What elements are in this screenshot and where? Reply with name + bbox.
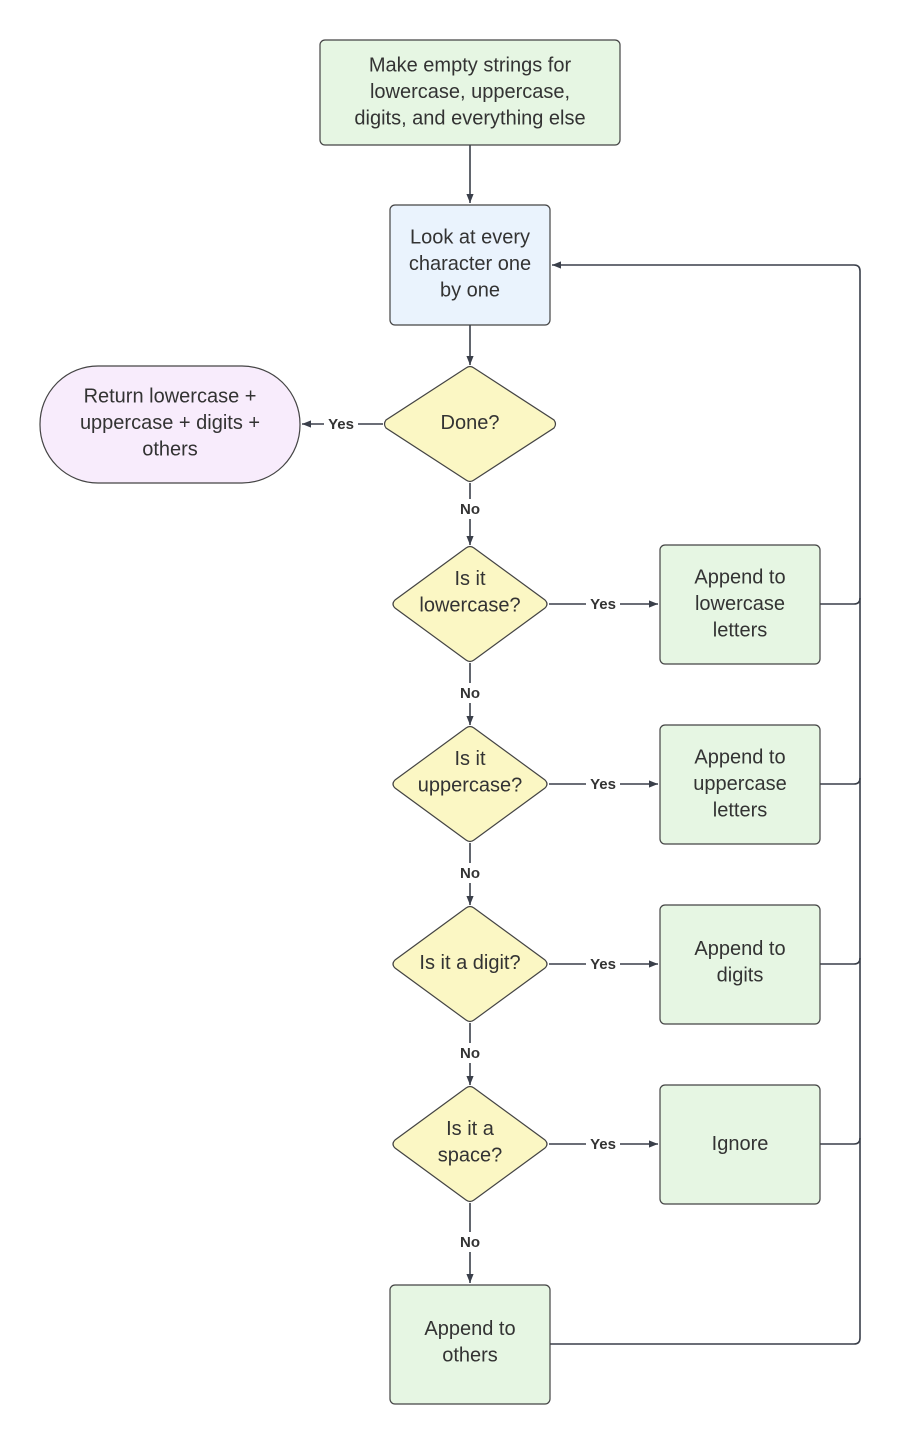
append-upper-text-line: letters: [713, 800, 767, 822]
node-ignore-shape: [659, 1084, 821, 1205]
loop-text-line: Look at every: [410, 227, 530, 249]
edge-append-lower-back: [820, 597, 861, 605]
node-is-lower-shape: [392, 545, 548, 663]
node-loop: Look at every character one by one: [389, 204, 551, 326]
edge-labels: Yes No Yes No Yes No Yes No Yes No: [324, 414, 620, 1252]
label-digit-no: No: [460, 1045, 480, 1062]
node-append-others-shape: [389, 1284, 551, 1405]
edge-append-others-back: [550, 261, 861, 1345]
node-is-upper-shape: [392, 725, 548, 843]
node-return-shape: [39, 365, 301, 484]
done-text-line: Done?: [441, 412, 500, 434]
edge-append-upper-back: [820, 777, 861, 785]
node-append-others: Append to others: [389, 1284, 551, 1405]
node-append-digits-text: Append to digits: [694, 938, 785, 987]
node-loop-shape: [389, 204, 551, 326]
append-others-text-line: Append to: [424, 1318, 515, 1340]
node-return: Return lowercase + uppercase + digits + ot…: [39, 365, 301, 484]
append-upper-text-line: uppercase: [693, 773, 786, 795]
append-digits-text-line: Append to: [694, 938, 785, 960]
edges: [302, 145, 861, 1345]
node-ignore-text: Ignore: [712, 1133, 769, 1155]
append-digits-text-line: digits: [717, 964, 764, 986]
node-done-shape: [383, 365, 557, 483]
append-upper-text-line: Append to: [694, 747, 785, 769]
label-digit-yes: Yes: [590, 956, 616, 973]
node-append-lower-text: Append to lowercase letters: [694, 567, 785, 642]
label-space-no: No: [460, 1234, 480, 1251]
node-append-lower-shape: [659, 544, 821, 665]
label-lower-yes: Yes: [590, 596, 616, 613]
node-init-text: Make empty strings for lowercase, upperca…: [354, 55, 585, 130]
return-text-line: uppercase + digits +: [80, 412, 260, 434]
node-is-lower-text: Is it lowercase?: [419, 568, 520, 617]
node-append-lower: Append to lowercase letters: [659, 544, 821, 665]
label-lower-no: No: [460, 685, 480, 702]
node-append-upper-shape: [659, 724, 821, 845]
append-lower-text-line: Append to: [694, 567, 785, 589]
node-append-others-text: Append to others: [424, 1318, 515, 1367]
node-return-text: Return lowercase + uppercase + digits + ot…: [80, 386, 260, 461]
node-is-digit-text: Is it a digit?: [419, 952, 520, 974]
init-text-line: digits, and everything else: [354, 108, 585, 130]
node-is-lower: Is it lowercase?: [392, 545, 548, 663]
is-upper-text-line: Is it: [454, 748, 486, 770]
label-upper-yes: Yes: [590, 776, 616, 793]
append-lower-text-line: letters: [713, 620, 767, 642]
node-append-digits: Append to digits: [659, 904, 821, 1025]
node-is-digit-shape: [392, 905, 548, 1023]
init-text-line: Make empty strings for: [369, 55, 572, 77]
append-others-text-line: others: [442, 1344, 498, 1366]
label-space-yes: Yes: [590, 1136, 616, 1153]
loop-text-line: character one: [409, 253, 531, 275]
node-append-upper-text: Append to uppercase letters: [693, 747, 786, 822]
return-text-line: others: [142, 439, 198, 461]
node-is-space: Is it a space?: [392, 1085, 548, 1203]
node-done: Done?: [383, 365, 557, 483]
node-is-upper-text: Is it uppercase?: [418, 748, 523, 797]
node-init-shape: [319, 39, 621, 146]
append-lower-text-line: lowercase: [695, 593, 785, 615]
is-upper-text-line: uppercase?: [418, 774, 523, 796]
label-upper-no: No: [460, 865, 480, 882]
ignore-text-line: Ignore: [712, 1133, 769, 1155]
node-done-text: Done?: [441, 412, 500, 434]
node-ignore: Ignore: [659, 1084, 821, 1205]
node-is-space-shape: [392, 1085, 548, 1203]
init-text-line: lowercase, uppercase,: [370, 81, 570, 103]
node-append-upper: Append to uppercase letters: [659, 724, 821, 845]
label-done-no: No: [460, 501, 480, 518]
is-space-text-line: Is it a: [446, 1118, 495, 1140]
is-digit-text-line: Is it a digit?: [419, 952, 520, 974]
loop-text-line: by one: [440, 280, 500, 302]
is-lower-text-line: Is it: [454, 568, 486, 590]
node-init: Make empty strings for lowercase, upperca…: [319, 39, 621, 146]
edge-ignore-back: [820, 1137, 861, 1145]
node-append-digits-shape: [659, 904, 821, 1025]
return-text-line: Return lowercase +: [84, 386, 257, 408]
node-is-space-text: Is it a space?: [438, 1118, 503, 1167]
edge-append-digits-back: [820, 957, 861, 965]
is-lower-text-line: lowercase?: [419, 594, 520, 616]
node-is-upper: Is it uppercase?: [392, 725, 548, 843]
node-is-digit: Is it a digit?: [392, 905, 548, 1023]
node-loop-text: Look at every character one by one: [409, 227, 531, 302]
label-done-yes: Yes: [328, 416, 354, 433]
is-space-text-line: space?: [438, 1144, 503, 1166]
